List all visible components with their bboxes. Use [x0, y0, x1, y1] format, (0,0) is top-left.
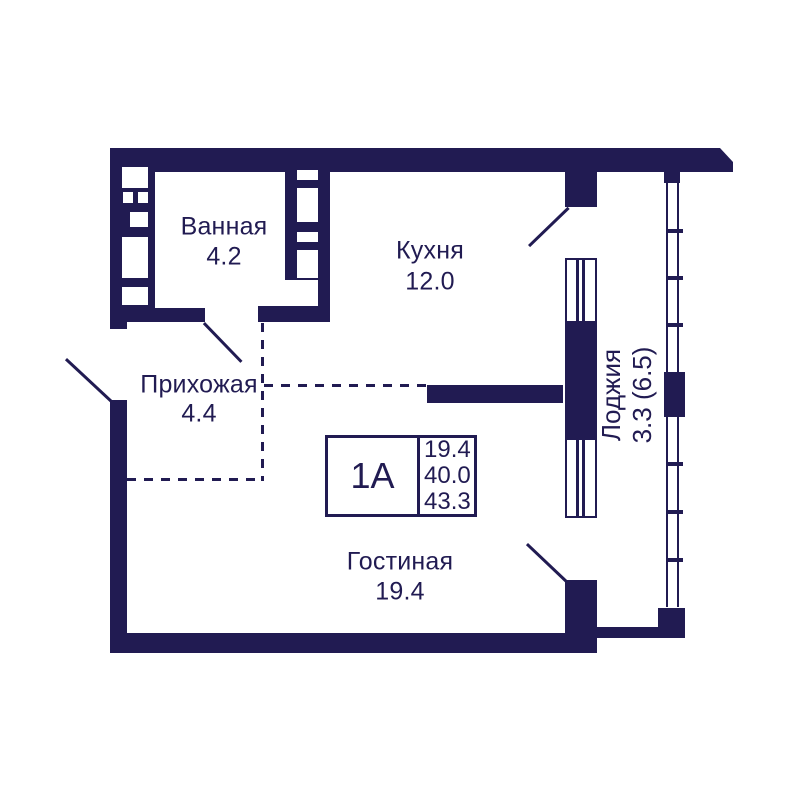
- wall-loggia-bottom: [595, 627, 685, 638]
- wall-left-shaft: [110, 148, 155, 322]
- room-label-kitchen: Кухня: [396, 236, 464, 265]
- room-label-bathroom: Ванная: [180, 212, 268, 241]
- hallway-dashed-boundary-middle: [264, 384, 427, 387]
- window-transom: [666, 323, 683, 327]
- room-label-hallway: Прихожая: [140, 370, 258, 399]
- wall-shaft-column: [285, 148, 330, 322]
- kitchen-loggia-door-swing: [528, 206, 570, 247]
- shaft-void: [297, 232, 318, 242]
- room-area-loggia: 3.3 (6.5): [627, 346, 657, 444]
- window-pane-line: [576, 440, 579, 516]
- unit-number: 1А: [350, 455, 395, 496]
- hallway-dashed-boundary-bottom: [127, 478, 264, 481]
- unit-total-area: 43.3: [424, 488, 471, 515]
- wall-left-foot: [110, 320, 127, 329]
- window-pane-line: [582, 260, 585, 321]
- wall-bathroom-bottom: [110, 308, 205, 322]
- wall-loggia-corner-block: [658, 608, 685, 638]
- entrance-door-swing: [65, 358, 113, 403]
- room-label-living: Гостиная: [346, 547, 454, 576]
- window-transom: [666, 229, 683, 233]
- shaft-void: [285, 280, 318, 306]
- window-transom: [666, 558, 683, 562]
- shaft-void: [297, 170, 318, 180]
- room-area-hallway: 4.4: [181, 399, 217, 428]
- shaft-void: [297, 250, 318, 278]
- room-area-living: 19.4: [375, 577, 425, 606]
- shaft-void: [122, 167, 148, 188]
- shaft-void: [297, 188, 318, 222]
- living-loggia-window: [565, 438, 597, 518]
- unit-info-box: 1А 19.4 40.0 43.3: [325, 435, 477, 517]
- wall-shaft-bar: [258, 306, 330, 322]
- hallway-dashed-boundary-vertical: [261, 323, 264, 481]
- wall-left-lower: [110, 400, 127, 653]
- wall-bottom: [110, 633, 597, 653]
- room-label-loggia: Лоджия 3.3 (6.5): [596, 347, 658, 444]
- unit-living-area: 19.4: [424, 436, 471, 463]
- wall-loggia-window-connector: [664, 172, 680, 183]
- shaft-void: [122, 287, 148, 305]
- living-loggia-door-swing: [526, 543, 568, 582]
- wall-interior: [427, 385, 563, 403]
- wall-loggia-pillar-top: [565, 172, 597, 207]
- shaft-void: [122, 237, 148, 278]
- room-area-kitchen: 12.0: [405, 267, 455, 296]
- window-pane-line: [582, 440, 585, 516]
- wall-top: [110, 148, 733, 172]
- shaft-void: [138, 192, 148, 203]
- room-area-bathroom: 4.2: [206, 242, 242, 271]
- shaft-void: [130, 212, 148, 227]
- window-transom: [666, 510, 683, 514]
- unit-areas: 19.4 40.0 43.3: [417, 436, 474, 515]
- window-transom: [666, 462, 683, 466]
- shaft-void: [123, 192, 133, 203]
- wall-loggia-mid: [565, 323, 597, 438]
- bathroom-door-swing: [203, 322, 243, 363]
- kitchen-loggia-window: [565, 258, 597, 323]
- window-pane-line: [576, 260, 579, 321]
- room-label-loggia-name: Лоджия: [596, 348, 626, 442]
- loggia-facade-pillar: [664, 372, 685, 417]
- window-transom: [666, 276, 683, 280]
- unit-area-without-balcony: 40.0: [424, 462, 471, 489]
